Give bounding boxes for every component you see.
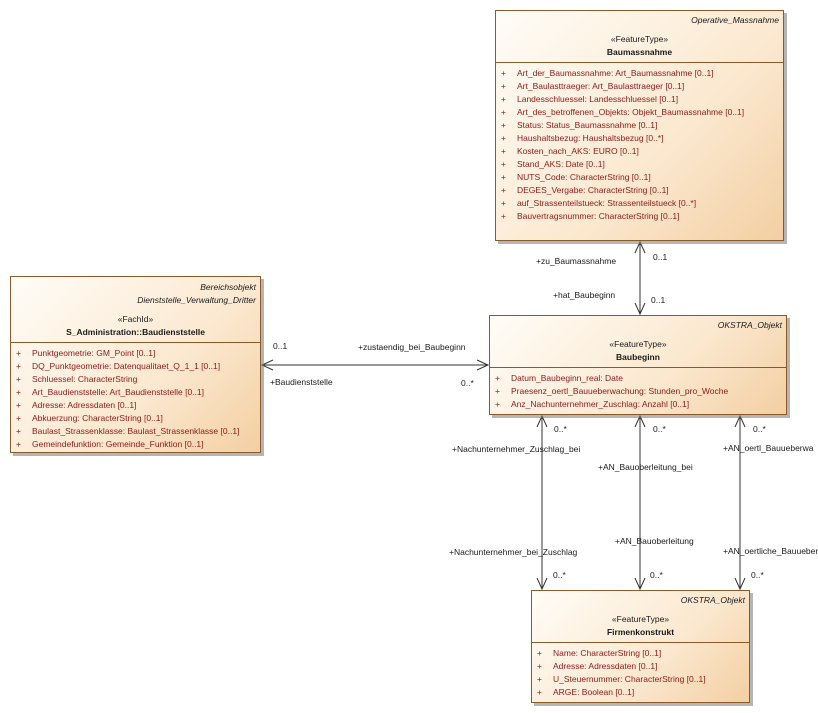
role-label: +Baudienststelle — [270, 377, 333, 387]
package-name: Operative_Massnahme — [691, 15, 779, 25]
multiplicity-label: 0..1 — [273, 341, 288, 351]
arrowhead-right — [476, 359, 490, 371]
stereotype: «FachId» — [117, 314, 154, 324]
attribute-list: +Punktgeometrie: GM_Point [0..1] +DQ_Pun… — [11, 343, 260, 451]
attribute-list: +Art_der_Baumassnahme: Art_Baumassnahme … — [496, 63, 783, 223]
class-name: Firmenkonstrukt — [606, 627, 675, 637]
attribute-row: +U_Steuernummer: CharacterString [0..1] — [537, 674, 706, 684]
attribute-list: +Name: CharacterString [0..1] +Adresse: … — [532, 643, 749, 699]
attribute-row: +Anz_Nachunternehmer_Zuschlag: Anzahl [0… — [495, 399, 690, 409]
class-firmenkonstrukt[interactable]: OKSTRA_Objekt «FeatureType» Firmenkonstr… — [531, 590, 750, 703]
role-label: +AN_Bauoberleitung_bei — [598, 462, 693, 472]
attribute-row: +Adresse: Adressdaten [0..1] — [16, 400, 137, 410]
stereotype: «FeatureType» — [611, 614, 670, 624]
attribute-row: +Art_des_betroffenen_Objekts: Objekt_Bau… — [501, 107, 745, 117]
attribute-row: +Art_Baudienststelle: Art_Baudienststell… — [16, 387, 204, 397]
role-label: +AN_oertliche_Bauueber — [723, 546, 818, 556]
attribute-row: +Status: Status_Baumassnahme [0..1] — [501, 120, 658, 130]
arrowhead-down — [634, 302, 646, 316]
attribute-row: +DEGES_Vergabe: CharacterString [0..1] — [501, 185, 669, 195]
package-name: Bereichsobjekt — [200, 282, 256, 292]
class-baudienststelle[interactable]: Bereichsobjekt Dienststelle_Verwaltung_D… — [10, 276, 261, 453]
arrowhead-left — [260, 359, 274, 371]
multiplicity-label: 0..* — [653, 424, 666, 434]
attribute-row: +Abkuerzung: CharacterString [0..1] — [16, 413, 163, 423]
attribute-row: +Gemeindefunktion: Gemeinde_Funktion [0.… — [16, 439, 204, 449]
role-label: +AN_Bauoberleitung — [615, 536, 694, 546]
attribute-row: +NUTS_Code: CharacterString [0..1] — [501, 172, 651, 182]
attribute-row: +Baulast_Strassenklasse: Baulast_Strasse… — [16, 426, 240, 436]
role-label: +zustaendig_bei_Baubeginn — [358, 342, 466, 352]
arrowhead-up — [634, 240, 646, 254]
attribute-row: +Bauvertragsnummer: CharacterString [0..… — [501, 211, 680, 221]
attribute-row: +Art_der_Baumassnahme: Art_Baumassnahme … — [501, 68, 714, 78]
multiplicity-label: 0..* — [753, 424, 766, 434]
attribute-list: +Datum_Baubeginn_real: Date +Praesenz_oe… — [490, 368, 786, 411]
class-baubeginn[interactable]: OKSTRA_Objekt «FeatureType» Baubeginn +D… — [489, 315, 787, 415]
package-name: OKSTRA_Objekt — [680, 595, 745, 605]
stereotype: «FeatureType» — [609, 339, 667, 349]
multiplicity-label: 0..1 — [653, 252, 668, 262]
multiplicity-label: 0..* — [554, 424, 567, 434]
role-label: +zu_Baumassnahme — [536, 256, 617, 266]
class-name: Baubeginn — [616, 352, 660, 362]
multiplicity-label: 0..* — [650, 570, 663, 580]
attribute-row: +DQ_Punktgeometrie: Datenqualitaet_Q_1_1… — [16, 361, 221, 371]
multiplicity-label: 0..* — [461, 378, 474, 388]
package-name: OKSTRA_Objekt — [717, 320, 782, 330]
attribute-row: +Praesenz_oertl_Bauueberwachung: Stunden… — [495, 386, 729, 396]
multiplicity-label: 0..* — [751, 570, 764, 580]
class-baumassnahme[interactable]: Operative_Massnahme «FeatureType» Baumas… — [495, 10, 784, 241]
attribute-row: +Datum_Baubeginn_real: Date — [495, 373, 623, 383]
attribute-row: +ARGE: Boolean [0..1] — [537, 687, 635, 697]
attribute-row: +Kosten_nach_AKS: EURO [0..1] — [501, 146, 639, 156]
attribute-row: +Landesschluessel: Landesschluessel [0..… — [501, 94, 679, 104]
attribute-row: +Name: CharacterString [0..1] — [537, 648, 662, 658]
multiplicity-label: 0..* — [553, 570, 566, 580]
attribute-row: +Art_Baulasttraeger: Art_Baulasttraeger … — [501, 81, 685, 91]
role-label: +AN_oertl_Bauueberwa — [723, 443, 814, 453]
attribute-row: +auf_Strassenteilstueck: Strassenteilstu… — [501, 198, 697, 208]
attribute-row: +Punktgeometrie: GM_Point [0..1] — [16, 348, 156, 358]
attribute-row: +Schluessel: CharacterString — [16, 374, 138, 384]
class-name: S_Administration::Baudienststelle — [66, 327, 205, 337]
class-name: Baumassnahme — [606, 47, 673, 57]
attribute-row: +Haushaltsbezug: Haushaltsbezug [0..*] — [501, 133, 664, 143]
stereotype: «FeatureType» — [610, 34, 669, 44]
role-label: +hat_Baubeginn — [553, 290, 616, 300]
role-label: +Nachunternehmer_bei_Zuschlag — [449, 547, 578, 557]
attribute-row: +Stand_AKS: Date [0..1] — [501, 159, 605, 169]
package-name-2: Dienststelle_Verwaltung_Dritter — [137, 295, 256, 305]
role-label: +Nachunternehmer_Zuschlag_bei — [452, 444, 581, 454]
multiplicity-label: 0..1 — [651, 295, 666, 305]
attribute-row: +Adresse: Adressdaten [0..1] — [537, 661, 658, 671]
